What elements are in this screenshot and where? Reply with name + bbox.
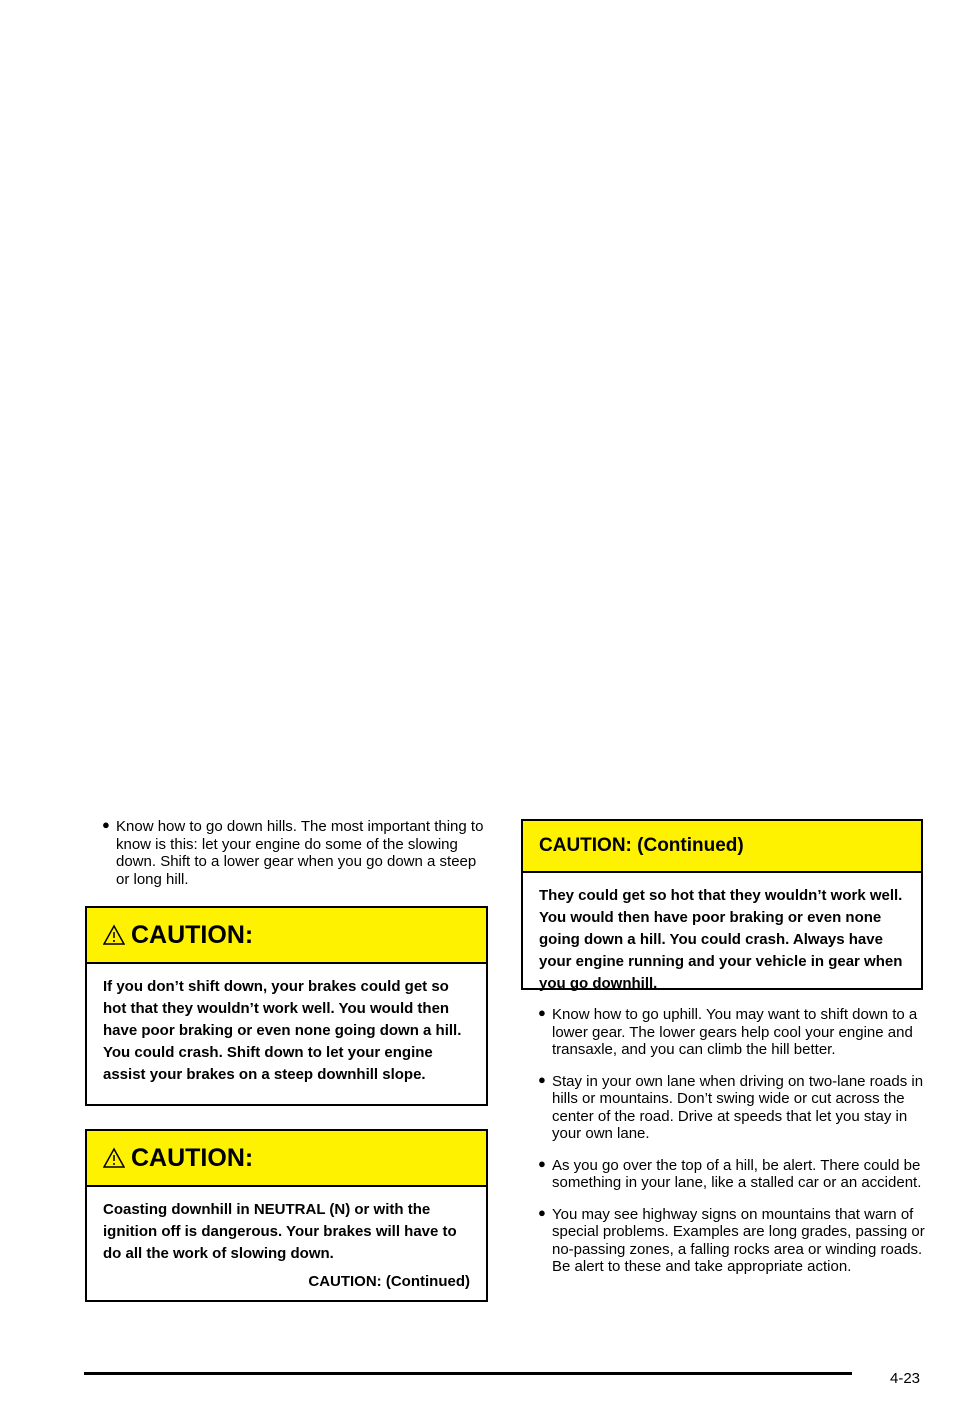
bullet-icon: ● xyxy=(538,1071,546,1087)
footer-rule xyxy=(84,1372,852,1375)
list-item: ● As you go over the top of a hill, be a… xyxy=(522,1155,930,1192)
list-item: ● You may see highway signs on mountains… xyxy=(522,1204,930,1276)
caution-box-continued: CAUTION: (Continued) They could get so h… xyxy=(521,819,923,992)
bullet-icon: ● xyxy=(538,1005,546,1020)
caution-title: CAUTION: (Continued) xyxy=(539,835,744,856)
bullet-text: Know how to go uphill. You may want to s… xyxy=(552,1006,918,1058)
warning-triangle-icon xyxy=(103,1147,125,1168)
caution-box-2: CAUTION: Coasting downhill in NEUTRAL (N… xyxy=(85,1129,488,1302)
list-item: ● Stay in your own lane when driving on … xyxy=(522,1071,930,1143)
warning-triangle-icon xyxy=(103,924,125,945)
caution-title: CAUTION: xyxy=(131,920,254,949)
bullet-text: Stay in your own lane when driving on tw… xyxy=(552,1072,924,1143)
left-column: ● Know how to go down hills. The most im… xyxy=(86,817,486,902)
list-item: ● Know how to go down hills. The most im… xyxy=(86,817,486,888)
list-item: ● Know how to go uphill. You may want to… xyxy=(522,1005,930,1059)
bullet-text: You may see highway signs on mountains t… xyxy=(552,1205,925,1276)
bullet-icon: ● xyxy=(102,817,110,832)
caution-header: CAUTION: xyxy=(87,1131,486,1187)
right-column: ● Know how to go uphill. You may want to… xyxy=(522,1005,930,1290)
bullet-text: As you go over the top of a hill, be ale… xyxy=(552,1156,922,1192)
caution-header: CAUTION: xyxy=(87,908,486,964)
bullet-icon: ● xyxy=(538,1155,546,1171)
bullet-text: Know how to go down hills. The most impo… xyxy=(116,818,484,888)
caution-body: Coasting downhill in NEUTRAL (N) or with… xyxy=(87,1187,486,1307)
caution-header: CAUTION: (Continued) xyxy=(523,821,921,873)
page-number: 4-23 xyxy=(890,1370,921,1387)
bullet-icon: ● xyxy=(538,1204,546,1220)
caution-body: They could get so hot that they wouldn’t… xyxy=(539,887,903,992)
caution-title: CAUTION: xyxy=(131,1143,254,1172)
caution-continued: CAUTION: (Continued) xyxy=(308,1273,470,1290)
caution-box-1: CAUTION: If you don’t shift down, your b… xyxy=(85,906,488,1106)
caution-text: Coasting downhill in NEUTRAL (N) or with… xyxy=(103,1201,457,1262)
caution-body: If you don’t shift down, your brakes cou… xyxy=(103,978,462,1083)
